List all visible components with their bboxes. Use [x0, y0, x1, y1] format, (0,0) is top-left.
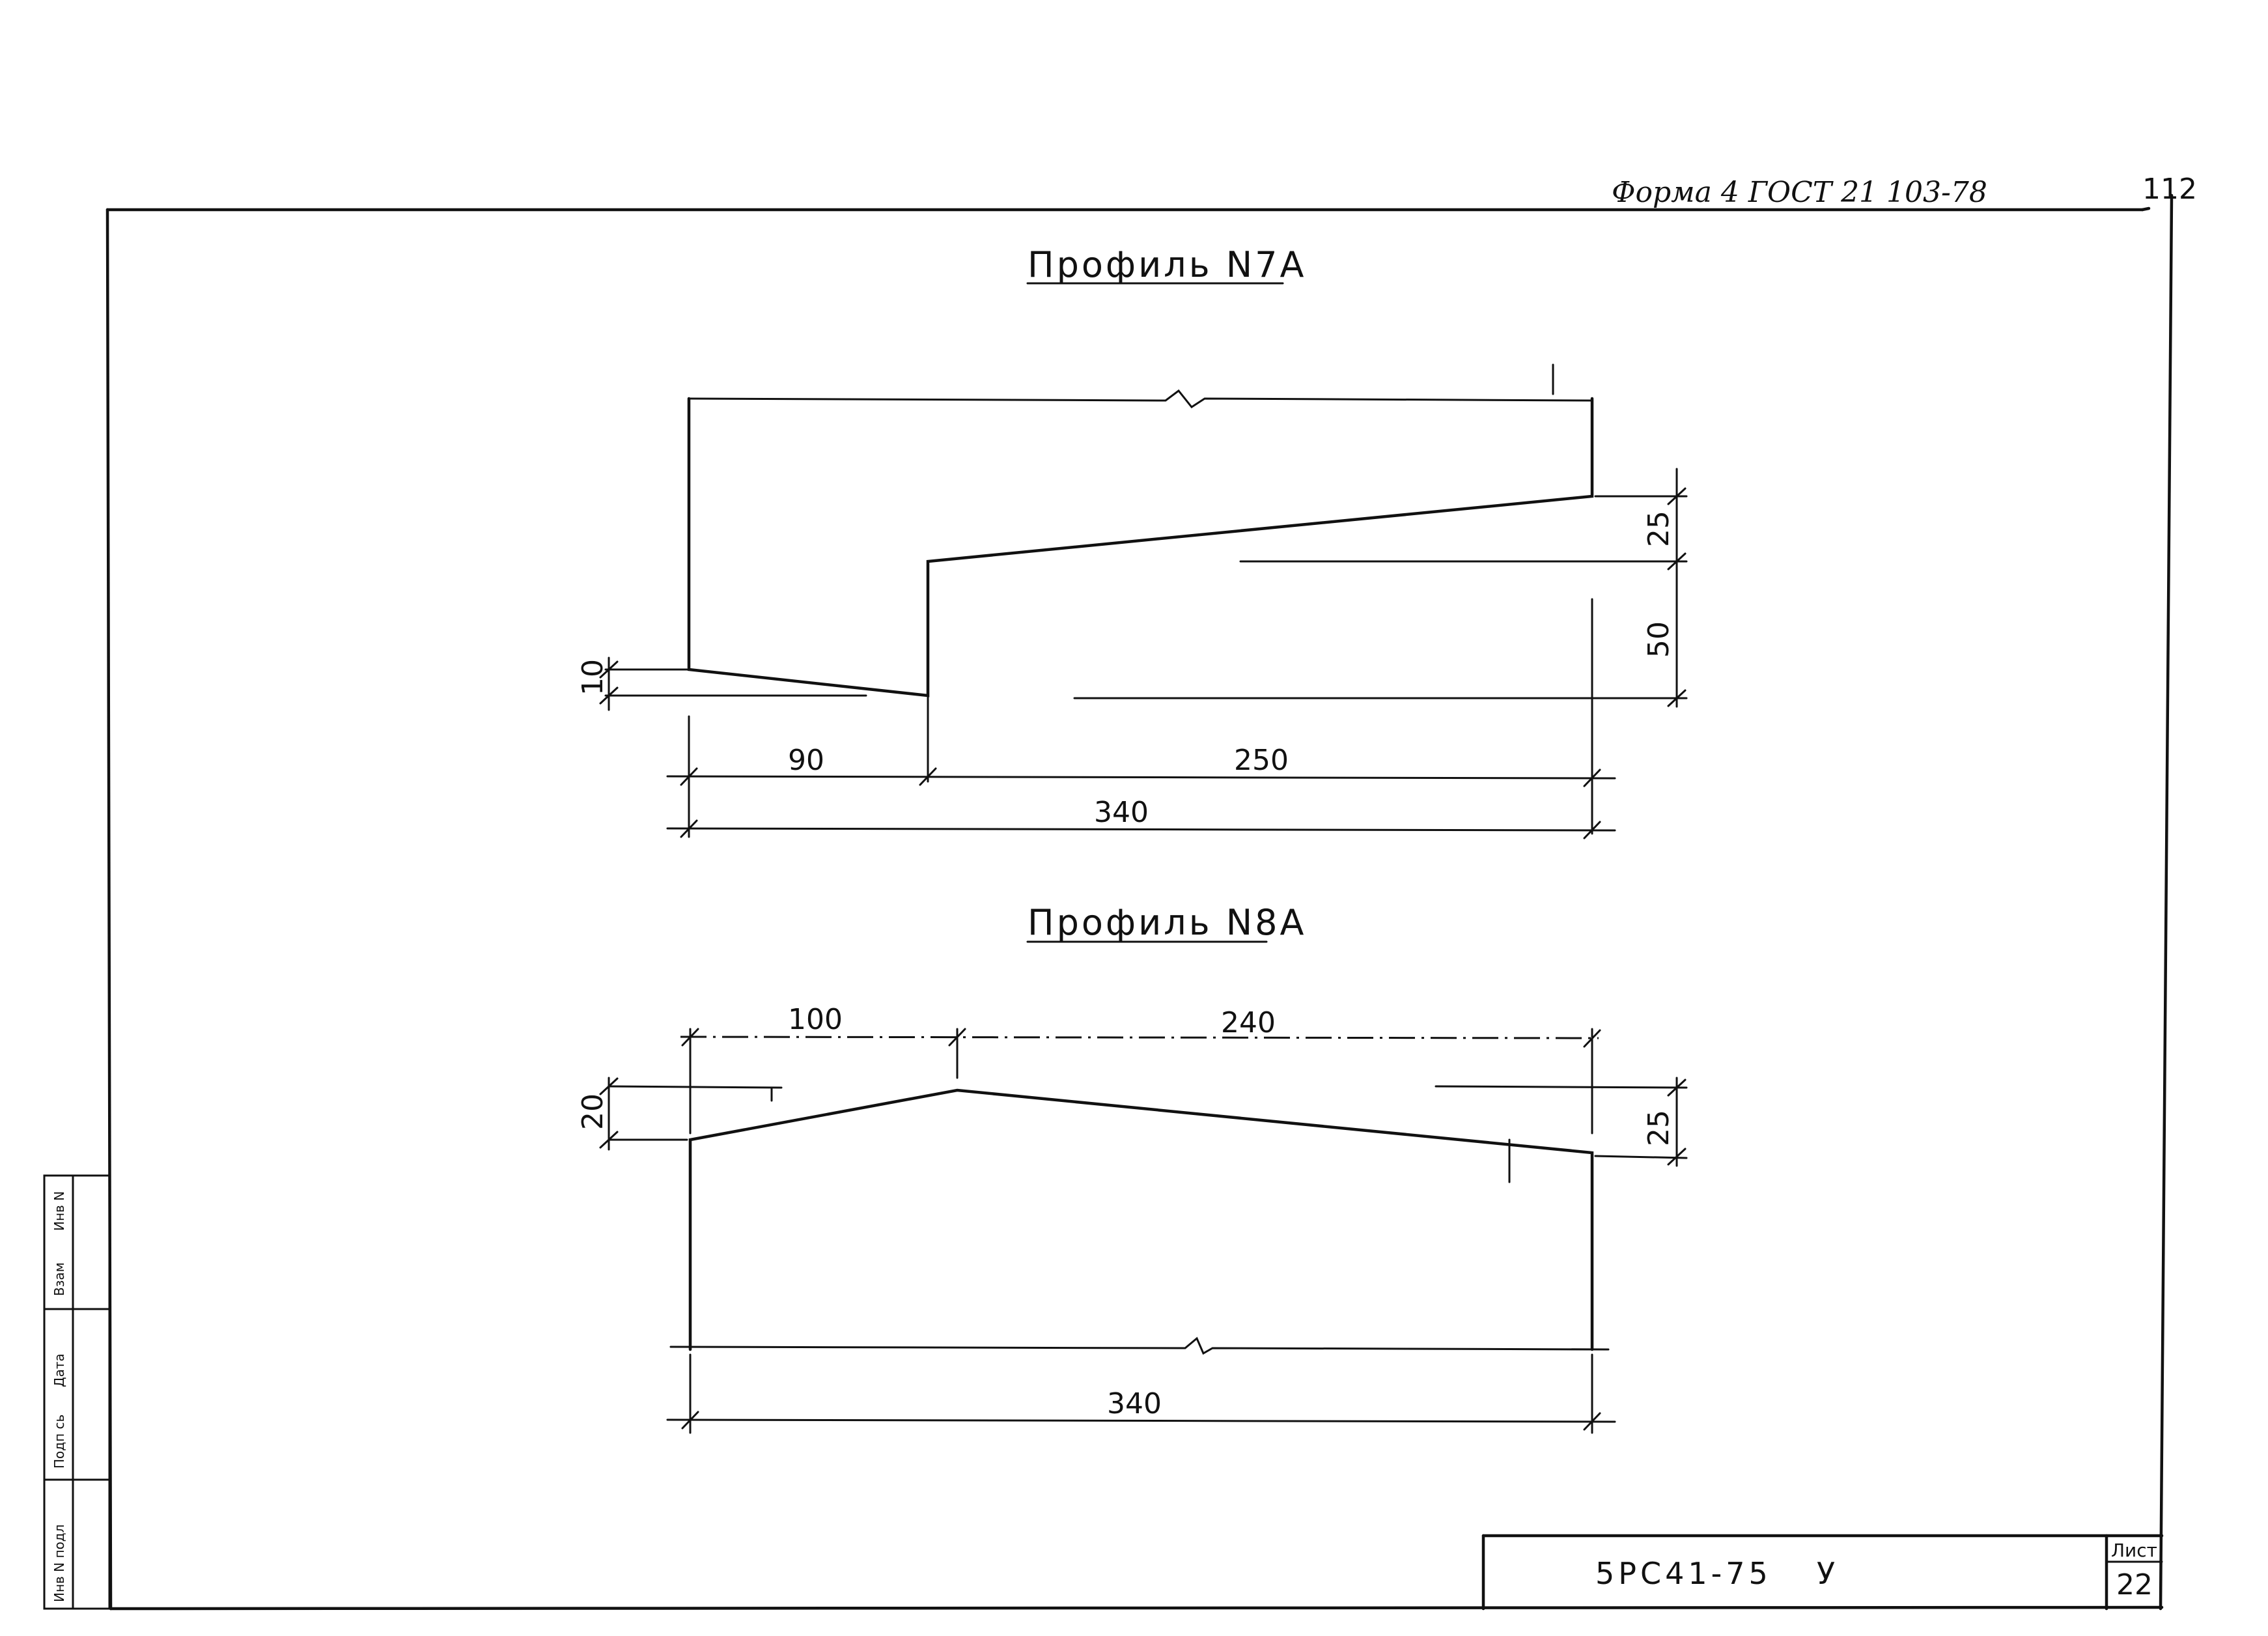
sheet-frame [105, 193, 2174, 1611]
profile-7a: Профиль N7А 10 25 50 90 250 [576, 244, 1688, 839]
profile-7a-title: Профиль N7А [1028, 244, 1306, 285]
dim-7a-total-width: 340 [1094, 796, 1149, 829]
document-code-suffix: У [1817, 1556, 1839, 1591]
stamp-label-inv: Инв N [51, 1191, 67, 1231]
side-stamp: Инв N подл Подп сь Дата Взам Инв N [43, 1174, 111, 1610]
dim-8a-right-width: 240 [1221, 1006, 1276, 1039]
form-note: Форма 4 ГОСТ 21 103-78 [1612, 176, 1987, 209]
profile-7a-outline [687, 397, 1594, 698]
profile-8a-title: Профиль N8А [1028, 902, 1306, 943]
dim-7a-upper-right: 25 [1642, 511, 1675, 547]
dim-8a-total-width: 340 [1107, 1387, 1162, 1420]
title-block: 5РС41-75 У Лист 22 [1481, 1534, 2164, 1611]
break-line [669, 1336, 1610, 1355]
profile-8a-outline [688, 1088, 1594, 1351]
page-number: 112 [2142, 173, 2197, 206]
document-code: 5РС41-75 [1595, 1556, 1772, 1591]
dim-7a-right-width: 250 [1234, 744, 1289, 777]
dim-8a-left-height: 20 [576, 1093, 609, 1130]
dim-8a-left-width: 100 [788, 1003, 843, 1036]
break-line [688, 389, 1593, 408]
dim-7a-left-height: 10 [576, 659, 609, 696]
sheet-number: 22 [2116, 1568, 2153, 1601]
stamp-label-podpis: Подп сь [51, 1415, 67, 1469]
profile-8a: Профиль N8А 100 240 20 25 [576, 902, 1688, 1434]
sheet-label: Лист [2111, 1540, 2157, 1561]
dim-8a-right-height: 25 [1642, 1110, 1675, 1146]
dim-7a-left-width: 90 [788, 744, 824, 777]
dim-7a-lower-right: 50 [1642, 621, 1675, 658]
stamp-label-data: Дата [51, 1353, 67, 1387]
stamp-label-inv-podl: Инв N подл [51, 1525, 67, 1602]
stamp-label-vzam: Взам [51, 1262, 67, 1296]
